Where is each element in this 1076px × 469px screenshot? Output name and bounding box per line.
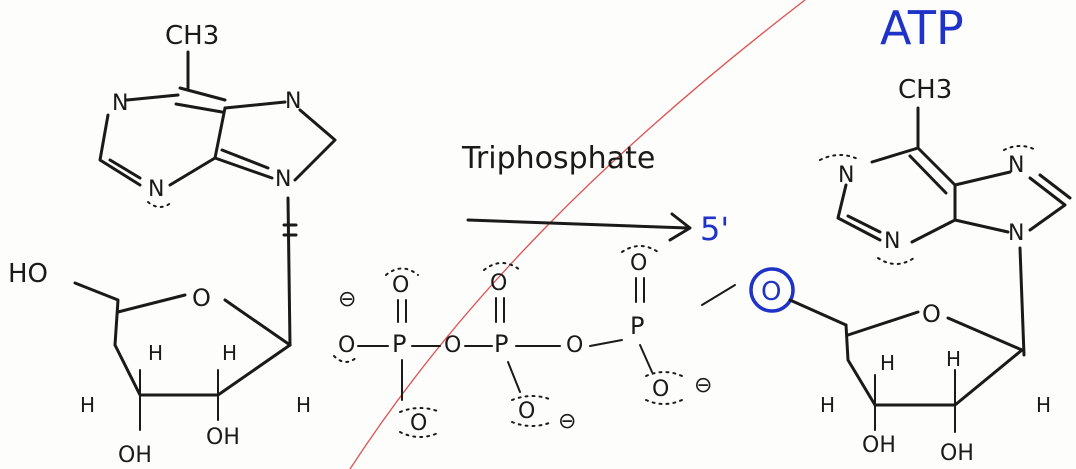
pa-left-o-lone-pair	[333, 355, 359, 363]
pa-double-bond	[397, 299, 407, 323]
right-ch3-label: CH3	[898, 75, 952, 105]
left-nucleoside: CH3 N N N N HO O H H H H OH OH	[8, 21, 337, 468]
right-n9: N	[1008, 221, 1024, 246]
pg-top-oxygen: O	[630, 251, 647, 276]
right-ring-oxygen: O	[922, 300, 941, 328]
right-nucleotide: CH3 N N N N O O H H H H OH OH	[749, 75, 1072, 466]
right-oh-3: OH	[940, 441, 974, 466]
bridge-oxygen-1: O	[444, 333, 461, 358]
left-h-4: H	[296, 393, 311, 417]
right-five-ring	[953, 170, 1072, 234]
left-oh-2: OH	[118, 443, 152, 468]
five-prime-label: 5'	[700, 210, 729, 248]
pb-top-o-lone-pair	[483, 262, 521, 271]
title-atp: ATP	[880, 1, 964, 55]
pb-double-bond	[495, 297, 505, 323]
minus-charge-beta: ⊖	[558, 409, 576, 434]
pa-bottom-o-lone-pairs	[399, 407, 441, 438]
pb-bottom-bond	[507, 361, 521, 393]
right-h-1: H	[820, 393, 835, 417]
pg-to-linking-oxygen-bond	[701, 284, 736, 306]
minus-charge-top: ⊖	[338, 287, 356, 312]
red-guide-line	[349, 0, 806, 469]
pb-bottom-o-lone-pairs	[511, 395, 553, 427]
pa-left-oxygen: O	[338, 333, 355, 358]
right-six-ring-double	[846, 214, 882, 234]
right-n3: N	[884, 229, 900, 254]
pg-bottom-oxygen: O	[652, 377, 669, 402]
p-alpha: P	[392, 330, 406, 358]
bridge-oxygen-2: O	[566, 333, 583, 358]
left-n3-lone-pair	[147, 201, 173, 208]
left-ch3-label: CH3	[165, 21, 219, 51]
pg-bottom-bond	[639, 344, 653, 373]
p-beta: P	[494, 330, 508, 358]
right-5prime-bond	[788, 298, 848, 327]
arrow-shaft	[466, 218, 690, 230]
left-n9: N	[275, 167, 291, 192]
pg-top-o-lone-pair	[621, 245, 659, 253]
arrow-label: Triphosphate	[461, 141, 655, 176]
pb-horizontal-bonds	[515, 339, 623, 347]
triphosphate: ⊖ O O P O O O P O O ⊖ O P O ⊖	[333, 245, 736, 438]
left-sugar-oxygen-bonds	[116, 293, 292, 347]
linking-oxygen-circle	[749, 267, 795, 313]
left-glycosidic-mark	[282, 223, 298, 237]
left-glycosidic-bond	[286, 196, 292, 347]
right-oh-2: OH	[862, 433, 896, 458]
right-h-4: H	[1036, 393, 1051, 417]
left-five-ring	[213, 100, 337, 182]
pb-bottom-oxygen: O	[518, 399, 535, 424]
pa-bottom-oxygen: O	[410, 411, 427, 436]
right-h-3p: H	[946, 347, 961, 371]
right-h-2p: H	[880, 351, 895, 375]
linking-oxygen: O	[761, 277, 781, 307]
right-glycosidic-bond	[1018, 246, 1026, 357]
pb-top-oxygen: O	[490, 271, 507, 296]
left-ring-oxygen: O	[192, 284, 211, 312]
left-oh-3: OH	[206, 425, 240, 450]
left-ring-bonds-top	[125, 86, 227, 114]
right-sugar-substituent-bonds	[874, 369, 956, 433]
left-n1: N	[112, 91, 128, 116]
right-n-lone-pairs	[819, 145, 1037, 265]
left-h-3p: H	[222, 341, 237, 365]
left-ho-label: HO	[8, 259, 48, 289]
reaction-arrow: Triphosphate	[461, 141, 692, 242]
p-gamma: P	[630, 312, 644, 340]
minus-charge-gamma: ⊖	[694, 373, 712, 398]
left-six-ring	[98, 106, 227, 187]
left-n7: N	[285, 89, 301, 114]
right-n7: N	[1008, 153, 1024, 178]
left-h-2p: H	[148, 341, 163, 365]
left-sugar-substituent-bonds	[139, 369, 219, 431]
pg-double-bond	[635, 277, 645, 303]
right-sugar-oxygen-bonds	[846, 310, 1024, 352]
left-sugar-ring	[73, 281, 292, 397]
right-n1: N	[838, 163, 854, 188]
right-ring-bonds-top	[870, 146, 957, 195]
left-six-ring-double	[108, 158, 142, 180]
arrow-head	[668, 212, 692, 242]
left-n3: N	[148, 177, 164, 202]
left-h-1: H	[80, 393, 95, 417]
pa-top-oxygen: O	[392, 273, 409, 298]
